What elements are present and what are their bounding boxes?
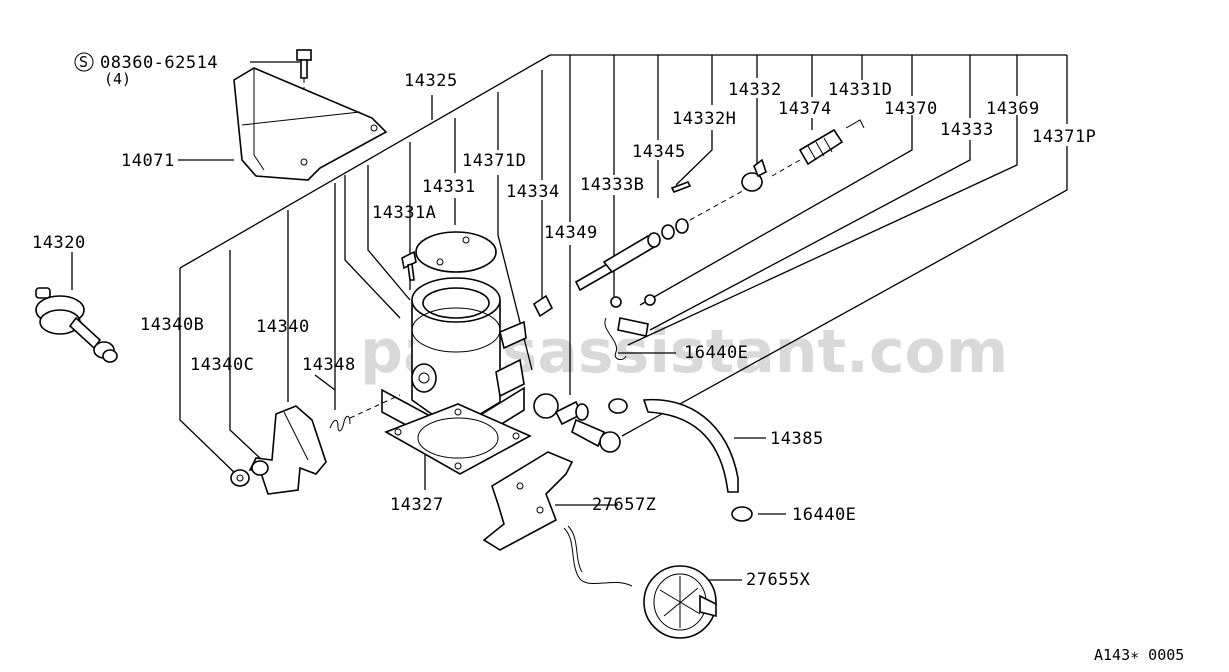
label-gasket: 14331 [422,177,476,197]
base-gasket-part [384,403,532,475]
label-lever-33: 14333 [940,120,994,140]
label-lever-40b: 14340B [140,315,204,335]
label-bracket-69: 14369 [986,99,1040,119]
screw-part [401,250,417,281]
label-valve-d: 14371D [462,151,526,171]
label-rod-70: 14370 [884,99,938,119]
label-hose: 14385 [770,429,824,449]
label-clamp-e2: 16440E [792,505,856,525]
label-pipe-34: 14334 [506,182,560,202]
label-clamp-e1: 16440E [684,343,748,363]
label-spring-48: 14348 [302,355,356,375]
label-lever-40c: 14340C [190,355,254,375]
label-washer-45: 14345 [632,142,686,162]
label-spring-31d: 14331D [828,80,892,100]
nut-part [741,158,767,192]
bolt-callout: S 08360-62514 (4) [74,52,218,88]
actuator-part [35,287,118,363]
label-lever-40: 14340 [256,317,310,337]
label-shield: 14071 [121,151,175,171]
label-nut-32: 14332 [728,80,782,100]
label-clip-33b: 14333B [580,175,644,195]
label-body: 14325 [404,71,458,91]
leader-lines [71,54,1068,581]
diagram-code: A143∗ 0005 [1094,646,1184,664]
spring-clip-part [845,119,865,129]
label-actuator: 14320 [32,233,86,253]
label-pin-32h: 14332H [672,109,736,129]
label-valve-71p: 14371P [1032,127,1096,147]
link-rod-part [604,294,656,360]
label-boot-74: 14374 [778,99,832,119]
valve-part [533,393,621,453]
bolt-symbol: S [79,53,88,71]
hose-part [608,398,753,522]
label-bolt: 08360-62514 [100,53,218,73]
heat-shield-part [233,67,388,181]
label-vac-x: 27655X [746,570,811,590]
vacuum-unit-part [563,525,717,639]
label-base-27: 14327 [390,495,444,515]
specified-bolt-icon [74,52,94,72]
pin-part [670,180,692,194]
label-bolt-qty: (4) [104,70,131,88]
label-shaft-49: 14349 [544,223,598,243]
gasket-part [415,231,497,273]
boot-part [771,128,844,177]
shaft-part [532,187,749,318]
bracket-part [482,451,574,551]
spring-part [329,394,401,432]
lever-assembly-part [230,405,327,495]
label-bracket-z: 27657Z [592,495,656,515]
label-gasket-a: 14331A [372,203,436,223]
